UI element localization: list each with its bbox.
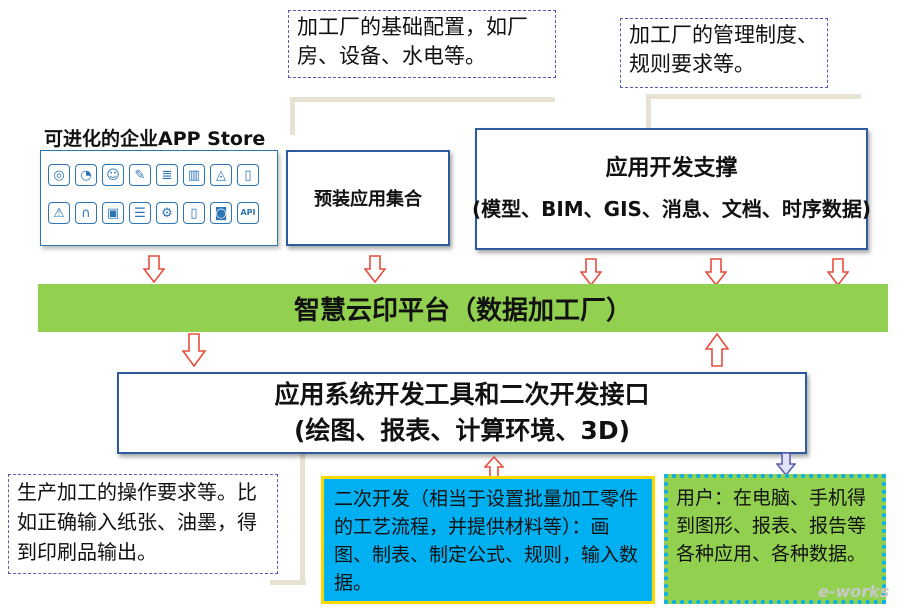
headset-icon[interactable]: ∩ — [75, 202, 97, 224]
dev-tools-detail: (绘图、报表、计算环境、3D) — [294, 416, 630, 445]
connector-production-v — [300, 452, 305, 584]
connector-base-config-h — [290, 97, 555, 102]
card-icon[interactable]: ◙ — [210, 202, 232, 224]
connector-management-h — [646, 94, 861, 99]
arrow-down-platform — [182, 333, 206, 367]
watermark: e-works — [818, 582, 889, 601]
arrow-down-support-3 — [827, 258, 849, 286]
robot-icon[interactable]: ☺ — [102, 164, 124, 186]
gauge-icon[interactable]: ◔ — [75, 164, 97, 186]
alarm-icon[interactable]: ◬ — [210, 164, 232, 186]
connector-production-h — [270, 580, 306, 585]
dev-tools-title: 应用系统开发工具和二次开发接口 — [274, 380, 650, 409]
connector-management-v — [646, 94, 651, 134]
arrow-up-platform — [705, 333, 729, 367]
document-icon[interactable]: ≣ — [156, 164, 178, 186]
callout-management: 加工厂的管理制度、规则要求等。 — [620, 18, 828, 88]
arrow-down-appstore — [143, 255, 165, 283]
app-store-title: 可进化的企业APP Store — [44, 128, 266, 150]
arrow-down-user — [776, 452, 796, 476]
callout-production-text: 生产加工的操作要求等。比如正确输入纸张、油墨，得到印刷品输出。 — [17, 480, 257, 564]
callout-base-config-text: 加工厂的基础配置，如厂房、设备、水电等。 — [297, 15, 528, 68]
callout-secondary-dev: 二次开发（相当于设置批量加工零件的工艺流程，并提供材料等）：画图、制表、制定公式… — [321, 476, 655, 604]
database-icon[interactable]: ☰ — [129, 202, 151, 224]
app-store-panel: ◎ ◔ ☺ ✎ ≣ ▥ ◬ ▯ ⚠ ∩ ▣ ☰ ⚙ ▯ ◙ API — [40, 150, 278, 246]
arrow-down-support-2 — [705, 258, 727, 286]
image-icon[interactable]: ▣ — [102, 202, 124, 224]
app-dev-support-detail: (模型、BIM、GIS、消息、文档、时序数据) — [471, 197, 872, 221]
bar-chart-icon[interactable]: ▥ — [183, 164, 205, 186]
warning-icon[interactable]: ⚠ — [48, 202, 70, 224]
app-dev-support-box: 应用开发支撑 (模型、BIM、GIS、消息、文档、时序数据) — [471, 128, 872, 250]
callout-user-text: 用户：在电脑、手机得到图形、报表、报告等各种应用、各种数据。 — [676, 487, 867, 565]
callout-secondary-dev-text: 二次开发（相当于设置批量加工零件的工艺流程，并提供材料等）：画图、制表、制定公式… — [334, 488, 639, 594]
api-icon-label: API — [240, 208, 256, 217]
platform-label: 智慧云印平台（数据加工厂） — [293, 295, 632, 326]
connector-base-config-v — [290, 97, 295, 135]
edit-icon[interactable]: ✎ — [129, 164, 151, 186]
platform-bar: 智慧云印平台（数据加工厂） — [38, 284, 888, 332]
arrow-down-preinstalled — [364, 255, 386, 283]
steering-wheel-icon[interactable]: ◎ — [48, 164, 70, 186]
app-icon-grid: ◎ ◔ ☺ ✎ ≣ ▥ ◬ ▯ ⚠ ∩ ▣ ☰ ⚙ ▯ ◙ API — [48, 164, 277, 224]
gear-icon[interactable]: ⚙ — [156, 202, 178, 224]
preinstalled-apps-box: 预装应用集合 — [286, 150, 450, 246]
callout-production: 生产加工的操作要求等。比如正确输入纸张、油墨，得到印刷品输出。 — [8, 474, 278, 574]
phone-icon[interactable]: ▯ — [183, 202, 205, 224]
arrow-up-secondary-dev — [484, 456, 504, 478]
dev-tools-box: 应用系统开发工具和二次开发接口 (绘图、报表、计算环境、3D) — [117, 372, 807, 454]
callout-user: 用户：在电脑、手机得到图形、报表、报告等各种应用、各种数据。 — [664, 474, 886, 604]
book-icon[interactable]: ▯ — [237, 164, 259, 186]
arrow-down-support-1 — [580, 258, 602, 286]
callout-base-config: 加工厂的基础配置，如厂房、设备、水电等。 — [288, 10, 556, 78]
callout-management-text: 加工厂的管理制度、规则要求等。 — [629, 23, 818, 76]
watermark-text: e-works — [818, 582, 890, 601]
preinstalled-apps-label: 预装应用集合 — [314, 189, 422, 210]
app-dev-support-title: 应用开发支撑 — [605, 156, 738, 181]
api-icon[interactable]: API — [237, 202, 259, 224]
